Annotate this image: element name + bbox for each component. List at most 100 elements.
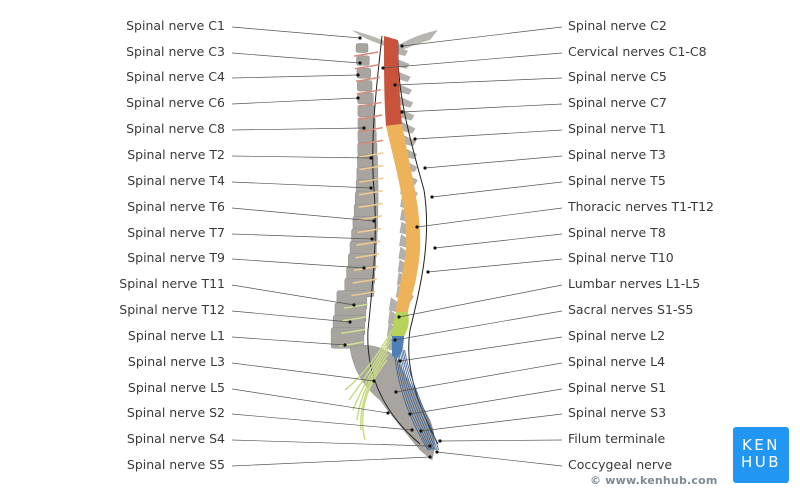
leader-dot: [356, 73, 360, 77]
leader-dot: [362, 126, 366, 130]
leader-line: [431, 181, 563, 198]
leader-dot: [410, 428, 414, 432]
leader-dot: [397, 315, 401, 319]
leader-line: [409, 388, 563, 415]
leader-line: [394, 310, 563, 341]
lumbar-cord: [392, 312, 409, 336]
leader-line: [382, 52, 563, 69]
left-label: Spinal nerve T2: [127, 147, 225, 162]
left-label: Spinal nerve T7: [127, 225, 225, 240]
right-label: Spinal nerve S3: [568, 405, 667, 420]
left-label: Spinal nerve C1: [126, 18, 225, 33]
leader-dot: [393, 83, 397, 87]
left-label: Spinal nerve L3: [127, 354, 225, 369]
logo-line-2: HUB: [740, 453, 782, 471]
right-label: Sacral nerves S1-S5: [568, 302, 694, 317]
leader-line: [401, 26, 563, 47]
copyright-text: © www.kenhub.com: [590, 474, 718, 487]
leader-line: [424, 155, 563, 169]
lumbar-nerve-roots: [344, 329, 393, 441]
left-label: Spinal nerve T11: [119, 276, 225, 291]
left-label: Spinal nerve C4: [126, 69, 225, 84]
leader-dot: [438, 439, 442, 443]
leader-line: [416, 207, 563, 228]
leader-line: [231, 310, 351, 323]
leader-dot: [398, 359, 402, 363]
left-label: Spinal nerve S2: [126, 405, 225, 420]
leader-dot: [356, 96, 360, 100]
right-label: Spinal nerve S1: [568, 380, 667, 395]
leader-line: [436, 451, 563, 467]
leader-line: [231, 74, 359, 79]
right-label: Filum terminale: [568, 431, 666, 446]
vertebral-bodies: [330, 43, 435, 461]
leader-dot: [369, 156, 373, 160]
leader-dot: [362, 266, 366, 270]
leader-dot: [372, 219, 376, 223]
leader-dot: [408, 412, 412, 416]
leader-dot: [426, 270, 430, 274]
right-label: Lumbar nerves L1-L5: [568, 276, 701, 291]
leader-dot: [370, 237, 374, 241]
left-label: Spinal nerve T4: [127, 173, 225, 188]
left-label: Spinal nerve T12: [119, 302, 225, 317]
right-label: Spinal nerve T3: [568, 147, 666, 162]
leader-line: [231, 127, 365, 131]
leader-dot: [352, 303, 356, 307]
thoracic-cord: [386, 124, 421, 312]
leader-line: [231, 52, 361, 64]
leader-dot: [394, 390, 398, 394]
leader-line: [414, 129, 563, 140]
leader-dot: [400, 110, 404, 114]
right-label: Spinal nerve T8: [568, 225, 666, 240]
leader-line: [231, 26, 361, 39]
leader-dot: [372, 379, 376, 383]
leader-dot: [433, 246, 437, 250]
leader-dot: [400, 44, 404, 48]
leader-dot: [393, 338, 397, 342]
leader-dot: [413, 137, 417, 141]
right-label: Spinal nerve T1: [568, 121, 666, 136]
leader-dot: [435, 450, 439, 454]
leader-dot: [358, 61, 362, 65]
leader-dot: [348, 320, 352, 324]
right-label: Spinal nerve C7: [568, 95, 667, 110]
leader-line: [231, 97, 359, 105]
leader-dot: [423, 166, 427, 170]
left-label: Spinal nerve L5: [127, 380, 225, 395]
leader-line: [231, 233, 373, 240]
leader-dot: [415, 225, 419, 229]
leader-line: [439, 439, 563, 442]
leader-dots: [343, 36, 442, 459]
right-label: Spinal nerve L2: [568, 328, 666, 343]
leader-line: [231, 413, 413, 431]
leader-dot: [428, 444, 432, 448]
dura-outline-left: [367, 35, 421, 445]
leader-line: [427, 258, 563, 273]
leader-dot: [343, 343, 347, 347]
right-label: Spinal nerve C5: [568, 69, 667, 84]
right-label: Thoracic nerves T1-T12: [568, 199, 715, 214]
leader-line: [231, 181, 372, 189]
leader-line: [231, 284, 355, 306]
leader-line: [399, 336, 563, 362]
leader-line: [231, 336, 346, 346]
left-label: Spinal nerve C3: [126, 44, 225, 59]
leader-dot: [430, 195, 434, 199]
kenhub-logo[interactable]: KEN HUB: [733, 427, 789, 483]
leader-line: [231, 207, 375, 222]
right-label: Cervical nerves C1-C8: [568, 44, 707, 59]
cervical-cord: [384, 36, 402, 126]
leader-line: [231, 258, 365, 269]
spinal-nerve-roots: [339, 51, 384, 347]
leader-dot: [419, 429, 423, 433]
leader-dot: [369, 186, 373, 190]
right-label: Spinal nerve T5: [568, 173, 666, 188]
left-label: Spinal nerve T9: [127, 250, 225, 265]
leader-line: [395, 362, 563, 393]
leader-line: [401, 103, 563, 113]
left-label: Spinal nerve C6: [126, 95, 225, 110]
leader-line: [231, 388, 389, 414]
